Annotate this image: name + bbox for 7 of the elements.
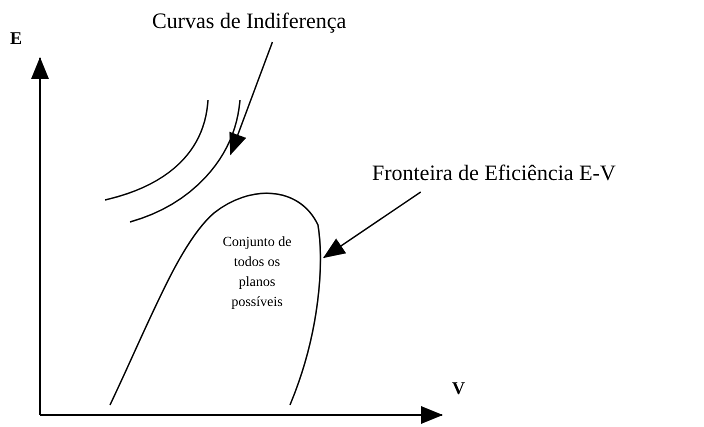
axis-label: V [452,378,465,399]
callout-text: Curvas de Indiferença [152,8,346,34]
callout-text: Fronteira de Eficiência E-V [372,160,616,186]
region-label: Conjunto de todos os planos possíveis [222,234,292,312]
arrow [322,191,422,258]
axis-label: E [10,28,22,49]
arrow [229,42,274,156]
